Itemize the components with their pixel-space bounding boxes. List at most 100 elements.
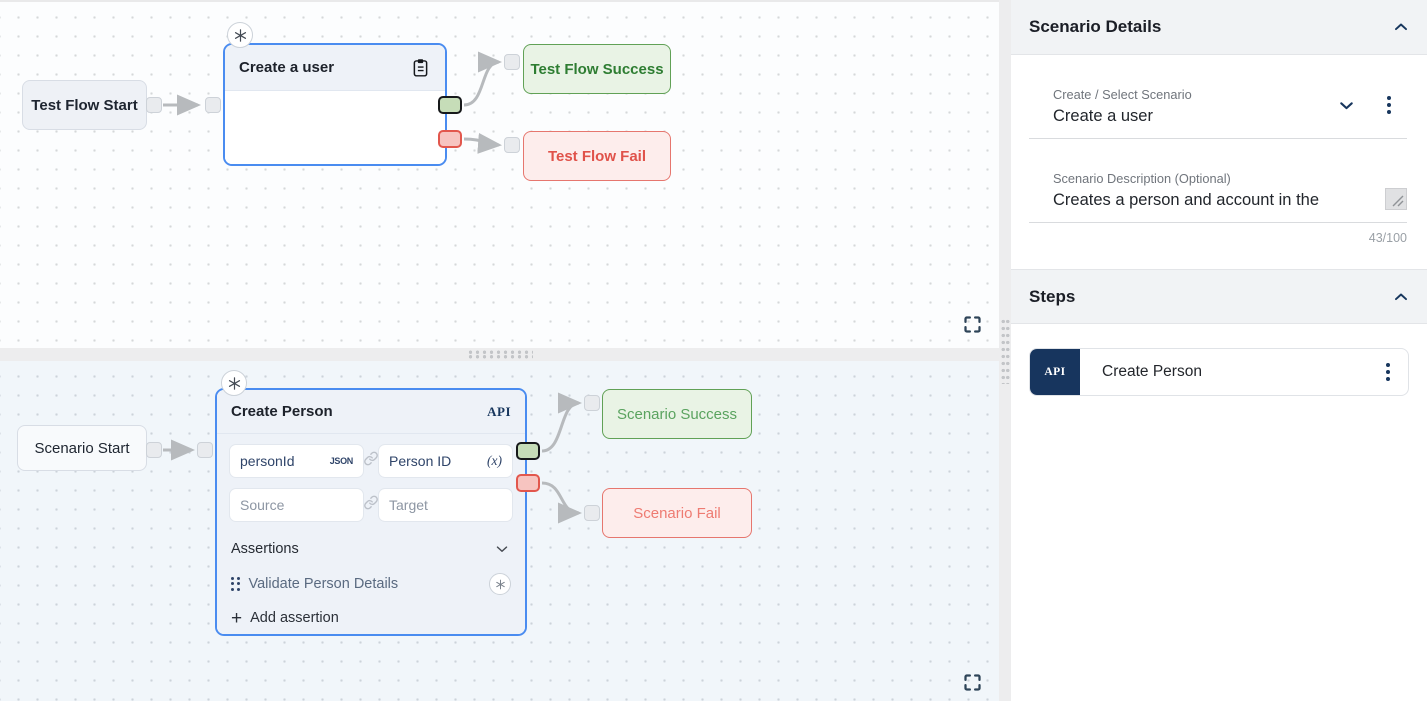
field-placeholder: Target [389, 497, 428, 513]
scenario-description-label: Scenario Description (Optional) [1053, 171, 1231, 186]
test-flow-start-node[interactable]: Test Flow Start [22, 80, 147, 130]
scenario-description-field[interactable]: Scenario Description (Optional) Creates … [1029, 171, 1385, 210]
create-user-fail-port[interactable] [438, 130, 462, 148]
scenario-fail-node[interactable]: Scenario Fail [602, 488, 752, 538]
create-person-node-header: Create Person API [217, 390, 525, 434]
resize-handle-icon[interactable] [1385, 188, 1407, 210]
field-placeholder: Source [240, 497, 285, 513]
mapping-row-2: Source Target [229, 488, 513, 522]
horizontal-splitter[interactable] [0, 348, 999, 361]
variable-icon: (x) [487, 453, 502, 468]
create-person-node-title: Create Person [231, 403, 333, 420]
create-person-input-port[interactable] [197, 442, 213, 458]
test-flow-start-label: Test Flow Start [31, 96, 138, 114]
start-marker-badge [227, 22, 253, 48]
fullscreen-icon[interactable] [961, 314, 983, 336]
test-flow-success-label: Test Flow Success [530, 60, 664, 78]
chevron-up-icon[interactable] [1391, 287, 1411, 307]
vertical-splitter[interactable] [999, 0, 1011, 701]
scenario-description-row: Scenario Description (Optional) Creates … [1029, 171, 1407, 223]
clipboard-icon[interactable] [410, 57, 431, 78]
scenario-details-title: Scenario Details [1029, 17, 1162, 36]
scenario-select[interactable]: Create / Select Scenario Create a user [1029, 87, 1336, 126]
canvas-column: Test Flow Start Create a user [0, 0, 999, 701]
source-field-empty[interactable]: Source [229, 488, 364, 522]
create-person-node-body: personId JSON Person ID (x) [217, 434, 525, 634]
chevron-up-icon[interactable] [1391, 17, 1411, 37]
create-user-node-body [225, 91, 445, 164]
edge-node-to-success [463, 51, 502, 107]
scenario-select-row: Create / Select Scenario Create a user [1029, 87, 1407, 139]
source-field-personid[interactable]: personId JSON [229, 444, 364, 478]
create-user-node-header: Create a user [225, 45, 445, 91]
create-person-success-port[interactable] [516, 442, 540, 460]
scenario-success-input-port[interactable] [584, 395, 600, 411]
scenario-details-header[interactable]: Scenario Details [1011, 0, 1427, 55]
kebab-menu-icon[interactable] [1383, 92, 1395, 118]
char-counter: 43/100 [1368, 231, 1407, 245]
scenario-select-value[interactable]: Create a user [1053, 107, 1153, 125]
asterisk-icon [228, 376, 240, 390]
test-flow-canvas[interactable]: Test Flow Start Create a user [0, 0, 999, 348]
drag-handle-icon[interactable] [231, 576, 241, 592]
field-value: personId [240, 453, 295, 469]
create-user-success-port[interactable] [438, 96, 462, 114]
scenario-select-label: Create / Select Scenario [1053, 87, 1192, 102]
add-assertion-button[interactable]: + Add assertion [229, 602, 513, 634]
asterisk-icon [495, 579, 505, 589]
create-user-input-port[interactable] [205, 97, 221, 113]
step-item[interactable]: API Create Person [1029, 348, 1409, 396]
assertions-header[interactable]: Assertions [229, 532, 513, 566]
field-value: Person ID [389, 453, 452, 469]
scenario-fail-label: Scenario Fail [633, 504, 721, 522]
scenario-start-node[interactable]: Scenario Start [17, 425, 147, 471]
test-flow-fail-input-port[interactable] [504, 137, 520, 153]
create-user-node[interactable]: Create a user [223, 43, 447, 166]
plus-icon: + [231, 607, 243, 629]
start-marker-badge [221, 370, 247, 396]
target-field-person-id[interactable]: Person ID (x) [378, 444, 513, 478]
steps-list: API Create Person [1011, 324, 1427, 396]
test-flow-fail-label: Test Flow Fail [547, 147, 647, 165]
splitter-grip-icon [1000, 317, 1010, 384]
select-row-icons [1336, 92, 1407, 126]
link-icon [364, 495, 379, 515]
step-label: Create Person [1102, 363, 1202, 380]
assertion-item[interactable]: Validate Person Details [229, 566, 513, 602]
node-type-badge: API [487, 403, 511, 419]
edge-node-to-fail [541, 481, 582, 524]
test-flow-edges [163, 51, 502, 154]
create-person-node[interactable]: Create Person API personId JSON [215, 388, 527, 636]
target-field-empty[interactable]: Target [378, 488, 513, 522]
asterisk-icon [234, 28, 246, 42]
splitter-grip-icon [466, 350, 533, 359]
edge-node-to-success [541, 392, 582, 453]
scenario-start-output-port[interactable] [146, 442, 162, 458]
step-type-badge: API [1030, 349, 1080, 395]
assertions-title: Assertions [231, 541, 299, 557]
create-person-fail-port[interactable] [516, 474, 540, 492]
scenario-fail-input-port[interactable] [584, 505, 600, 521]
scenario-success-label: Scenario Success [616, 405, 738, 423]
chevron-down-icon[interactable] [493, 540, 511, 558]
steps-header[interactable]: Steps [1011, 269, 1427, 324]
link-icon [364, 451, 379, 471]
add-assertion-label: Add assertion [250, 610, 339, 626]
mapping-row-1: personId JSON Person ID (x) [229, 444, 513, 478]
scenario-description-value[interactable]: Creates a person and account in the [1053, 191, 1320, 209]
assertion-marker-badge [489, 573, 511, 595]
test-flow-fail-node[interactable]: Test Flow Fail [523, 131, 671, 181]
kebab-menu-icon[interactable] [1382, 359, 1394, 385]
edge-node-to-fail [463, 132, 502, 154]
right-panel: Scenario Details Create / Select Scenari… [1011, 0, 1427, 701]
steps-title: Steps [1029, 286, 1076, 306]
test-flow-success-node[interactable]: Test Flow Success [523, 44, 671, 94]
chevron-down-icon[interactable] [1336, 95, 1357, 116]
test-flow-success-input-port[interactable] [504, 54, 520, 70]
scenario-start-label: Scenario Start [34, 439, 130, 457]
test-flow-start-output-port[interactable] [146, 97, 162, 113]
scenario-success-node[interactable]: Scenario Success [602, 389, 752, 439]
fullscreen-icon[interactable] [961, 672, 983, 694]
scenario-canvas[interactable]: Scenario Start Create Person API [0, 361, 999, 701]
